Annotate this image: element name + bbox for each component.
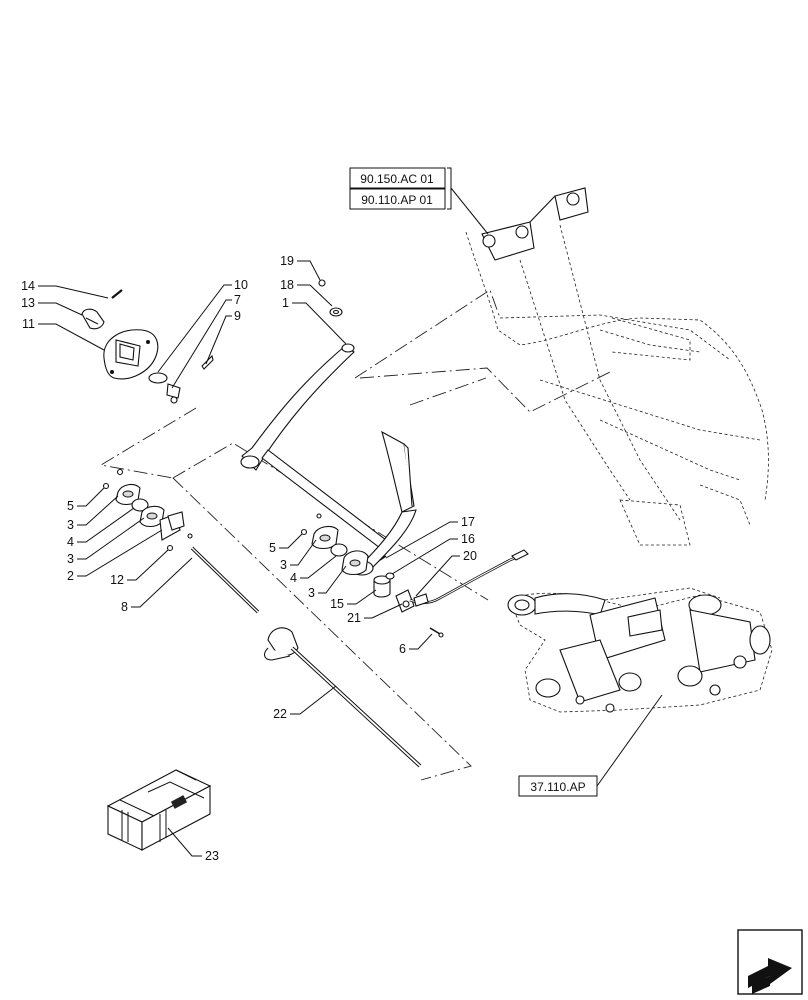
callout-6[interactable]: 6 (399, 642, 406, 656)
callout-leaders (38, 260, 460, 857)
callout-9[interactable]: 9 (234, 309, 241, 323)
callout-5-middle[interactable]: 5 (269, 541, 276, 555)
callout-15[interactable]: 15 (330, 597, 344, 611)
part-8-rod (190, 546, 260, 614)
reference-label: 90.150.AC 01 (360, 172, 434, 186)
callout-4-left[interactable]: 4 (67, 535, 74, 549)
reference-label: 90.110.AP 01 (361, 193, 433, 207)
part-18-nut (329, 307, 343, 317)
callout-10[interactable]: 10 (234, 278, 248, 292)
callout-7[interactable]: 7 (234, 293, 241, 307)
part-21-clevis (395, 589, 415, 613)
part-10-gasket (148, 372, 168, 384)
callout-2[interactable]: 2 (67, 569, 74, 583)
callout-3-left-a[interactable]: 3 (67, 518, 74, 532)
callout-13[interactable]: 13 (21, 296, 35, 310)
part-1-lever-arm (240, 343, 387, 549)
callout-3-left-b[interactable]: 3 (67, 552, 74, 566)
part-9-clip (201, 354, 214, 370)
callout-3-middle-b[interactable]: 3 (308, 586, 315, 600)
callout-18[interactable]: 18 (280, 278, 294, 292)
callout-3-middle-a[interactable]: 3 (280, 558, 287, 572)
part-6-cotter-pin (429, 627, 444, 638)
assembly-dash-outlines (99, 289, 611, 781)
crate-icon (106, 769, 212, 851)
part-16-washer (385, 572, 395, 580)
callout-19[interactable]: 19 (280, 254, 294, 268)
callout-20[interactable]: 20 (463, 549, 477, 563)
reference-box-axle[interactable]: 37.110.AP (518, 775, 598, 797)
loader-frame-outline (465, 224, 769, 546)
middle-bearing-group (300, 513, 369, 576)
callout-11[interactable]: 11 (22, 317, 35, 331)
part-17-pin (379, 555, 387, 561)
callout-8[interactable]: 8 (121, 600, 128, 614)
callout-17[interactable]: 17 (461, 515, 475, 529)
callout-numbers: 14 13 11 10 7 9 19 18 1 5 3 4 3 2 12 8 5… (21, 254, 477, 863)
callout-14[interactable]: 14 (21, 279, 35, 293)
part-11-cap-housing (103, 329, 159, 380)
part-7-fitting (166, 383, 181, 404)
part-20-cable (409, 549, 529, 607)
reference-label: 37.110.AP (530, 780, 585, 794)
callout-23[interactable]: 23 (205, 849, 219, 863)
left-bearing-group (102, 468, 193, 552)
part-22-shaft (263, 627, 422, 768)
callout-22[interactable]: 22 (273, 707, 287, 721)
reference-box-frame-bottom[interactable]: 90.110.AP 01 (349, 188, 446, 210)
reference-box-frame-top[interactable]: 90.150.AC 01 (349, 167, 446, 189)
next-page-arrow-icon[interactable] (737, 929, 803, 995)
callout-1[interactable]: 1 (282, 296, 289, 310)
frame-pivot-brackets (481, 187, 589, 261)
callout-5-left[interactable]: 5 (67, 499, 74, 513)
callout-4-middle[interactable]: 4 (290, 571, 297, 585)
part-19-bolt (318, 279, 326, 287)
callout-12[interactable]: 12 (110, 573, 124, 587)
callout-16[interactable]: 16 (461, 532, 475, 546)
front-axle-assembly (507, 587, 773, 713)
callout-21[interactable]: 21 (347, 611, 361, 625)
part-14-pin (111, 289, 123, 299)
part-13-plug (81, 308, 105, 330)
